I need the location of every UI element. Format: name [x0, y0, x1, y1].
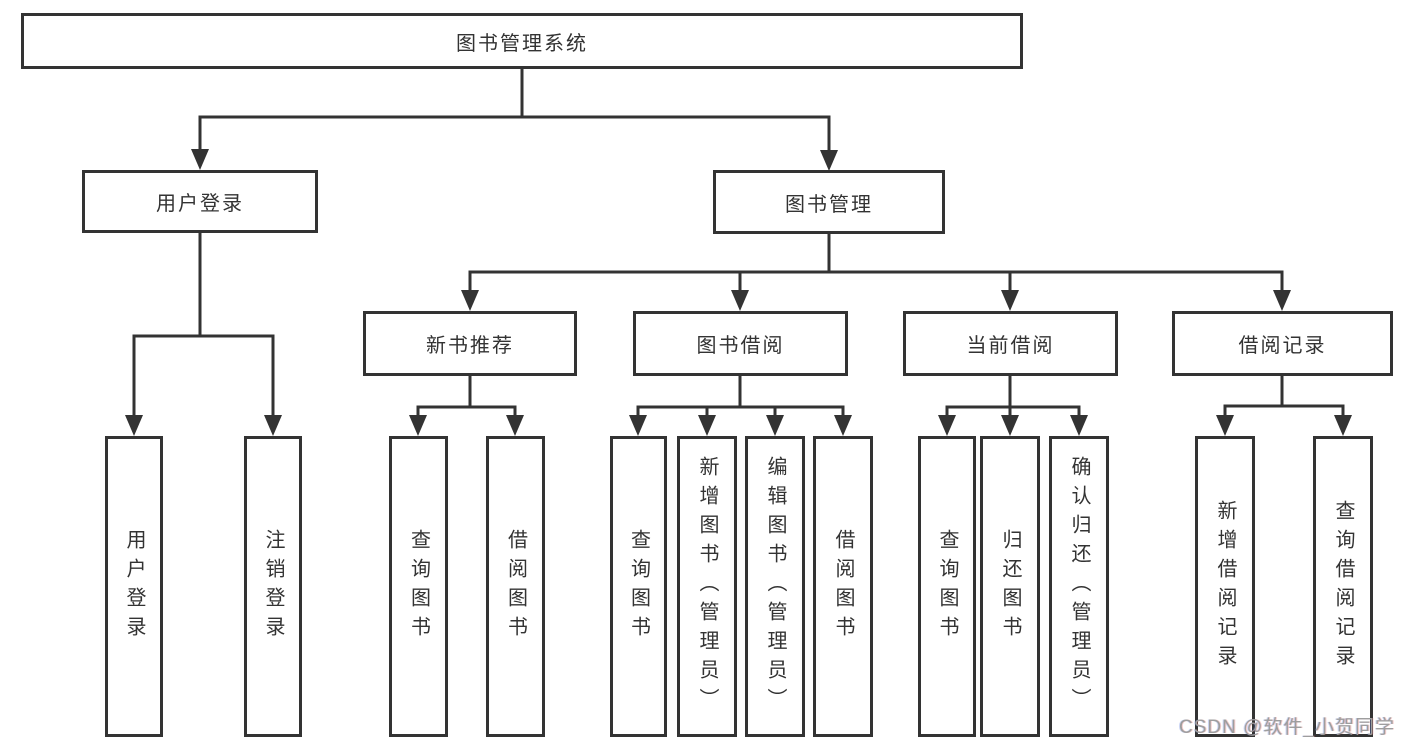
arrowhead — [629, 415, 647, 436]
arrowhead — [1001, 290, 1019, 311]
node-book-borrowing: 图书借阅 — [633, 311, 848, 376]
arrowhead — [1334, 415, 1352, 436]
node-label: 归还图书 — [999, 528, 1021, 645]
arrowhead — [409, 415, 427, 436]
node-borrow-books-leaf: 借阅图书 — [813, 436, 873, 737]
node-current-borrowing: 当前借阅 — [903, 311, 1118, 376]
node-label: 借阅图书 — [832, 528, 854, 645]
arrowhead — [1070, 415, 1088, 436]
arrowhead — [766, 415, 784, 436]
node-label: 用户登录 — [156, 193, 244, 215]
arrowhead — [1273, 290, 1291, 311]
connector-path — [132, 67, 1345, 420]
arrowhead — [820, 150, 838, 171]
node-new-book-recommendation: 新书推荐 — [363, 311, 577, 376]
node-query-borrow-record: 查询借阅记录 — [1313, 436, 1373, 737]
node-label: 新增借阅记录 — [1214, 499, 1236, 674]
node-label: 新书推荐 — [426, 335, 514, 357]
arrowhead — [191, 149, 209, 170]
csdn-watermark: CSDN @软件_小贺同学 — [1179, 717, 1395, 738]
node-add-borrow-record: 新增借阅记录 — [1195, 436, 1255, 737]
arrowhead — [698, 415, 716, 436]
node-query-books-borrow: 查询图书 — [610, 436, 667, 737]
node-return-books: 归还图书 — [980, 436, 1040, 737]
node-label: 新增图书（管理员） — [696, 456, 718, 717]
node-label: 查询图书 — [627, 528, 650, 645]
arrowhead — [938, 415, 956, 436]
arrowhead — [1216, 415, 1234, 436]
node-label: 借阅记录 — [1238, 335, 1327, 357]
node-label: 图书借阅 — [696, 335, 785, 357]
node-label: 注销登录 — [262, 528, 284, 645]
node-query-books-rec: 查询图书 — [389, 436, 448, 737]
node-label: 用户登录 — [123, 528, 145, 645]
node-label: 编辑图书（管理员） — [764, 456, 786, 717]
node-borrow-books-rec: 借阅图书 — [486, 436, 545, 737]
node-borrowing-records: 借阅记录 — [1172, 311, 1393, 376]
node-book-management-system: 图书管理系统 — [21, 13, 1023, 69]
node-label: 图书管理 — [785, 193, 873, 216]
node-query-books-current: 查询图书 — [918, 436, 976, 737]
arrowhead — [731, 290, 749, 311]
node-label: 查询图书 — [407, 528, 430, 645]
node-logout: 注销登录 — [244, 436, 302, 737]
node-user-login: 用户登录 — [82, 170, 318, 233]
arrowhead — [1001, 415, 1019, 436]
node-label: 借阅图书 — [504, 528, 527, 645]
node-label: 查询图书 — [936, 528, 958, 645]
node-edit-books-admin: 编辑图书（管理员） — [745, 436, 805, 737]
node-label: 查询借阅记录 — [1332, 499, 1354, 674]
arrowheads — [125, 149, 1352, 436]
node-confirm-return-admin: 确认归还（管理员） — [1049, 436, 1109, 737]
arrowhead — [264, 415, 282, 436]
node-label: 图书管理系统 — [456, 32, 588, 55]
node-book-management: 图书管理 — [713, 170, 945, 234]
arrowhead — [834, 415, 852, 436]
node-user-login-leaf: 用户登录 — [105, 436, 163, 737]
node-label: 当前借阅 — [966, 335, 1055, 357]
node-label: 确认归还（管理员） — [1068, 456, 1090, 717]
node-add-books-admin: 新增图书（管理员） — [677, 436, 737, 737]
arrowhead — [506, 415, 524, 436]
arrowhead — [461, 290, 479, 311]
arrowhead — [125, 415, 143, 436]
